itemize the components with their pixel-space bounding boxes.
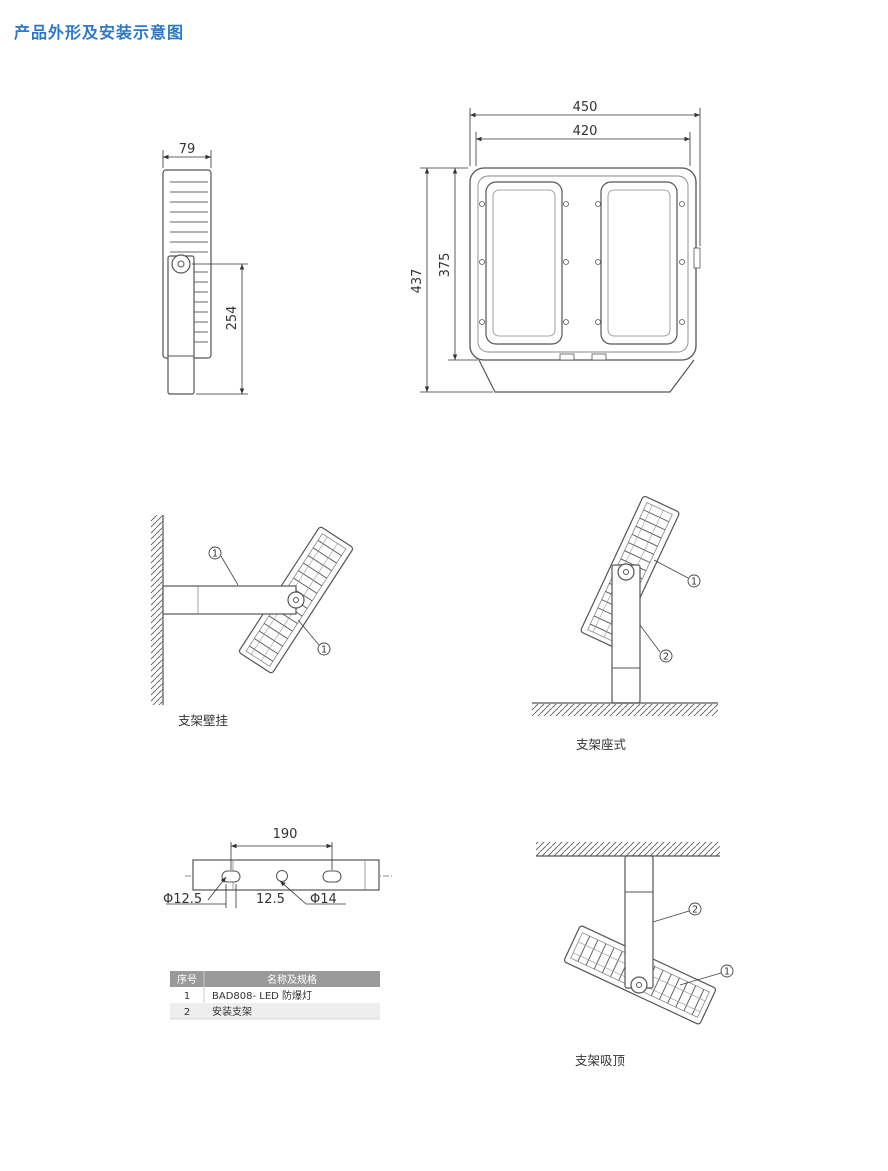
- parts-table: [170, 971, 380, 1020]
- callout-seat-bracket: 2: [663, 652, 669, 663]
- table-row-name: BAD808- LED 防爆灯: [212, 989, 312, 1002]
- callout-wall-lamp: 1: [321, 645, 327, 656]
- dim-side-depth: 79: [179, 142, 196, 157]
- side-view: [162, 150, 248, 395]
- caption-ceiling: 支架吸顶: [575, 1053, 626, 1068]
- caption-wall: 支架壁挂: [178, 713, 228, 728]
- table-row-name: 安装支架: [212, 1005, 252, 1018]
- dim-slot-height: 12.5: [256, 892, 285, 907]
- callout-ceiling-lamp: 1: [724, 967, 730, 978]
- dim-hole-spacing: 190: [273, 827, 298, 842]
- callout-wall-bracket: 1: [212, 549, 218, 560]
- seat-mount-view: [532, 494, 718, 716]
- dim-front-total-height: 437: [410, 269, 425, 294]
- callout-ceiling-bracket: 2: [692, 905, 698, 916]
- caption-seat: 支架座式: [576, 737, 627, 752]
- dim-front-outer-width: 450: [573, 100, 598, 115]
- dim-center-hole: Φ14: [310, 892, 337, 907]
- table-header-no: 序号: [177, 973, 197, 986]
- table-row-no: 1: [184, 991, 190, 1002]
- table-header-name: 名称及规格: [267, 973, 317, 986]
- dim-slot-width: Φ12.5: [163, 892, 202, 907]
- dim-side-pivot-height: 254: [225, 306, 240, 331]
- page-title: 产品外形及安装示意图: [14, 23, 185, 42]
- dim-front-inner-width: 420: [573, 124, 598, 139]
- front-view: [420, 108, 701, 393]
- wall-mount-view: [151, 515, 355, 705]
- callout-seat-lamp: 1: [691, 577, 697, 588]
- table-row-no: 2: [184, 1007, 190, 1018]
- bracket-detail-view: [166, 842, 393, 908]
- dim-front-body-height: 375: [438, 253, 453, 278]
- ceiling-mount-view: [536, 842, 734, 1026]
